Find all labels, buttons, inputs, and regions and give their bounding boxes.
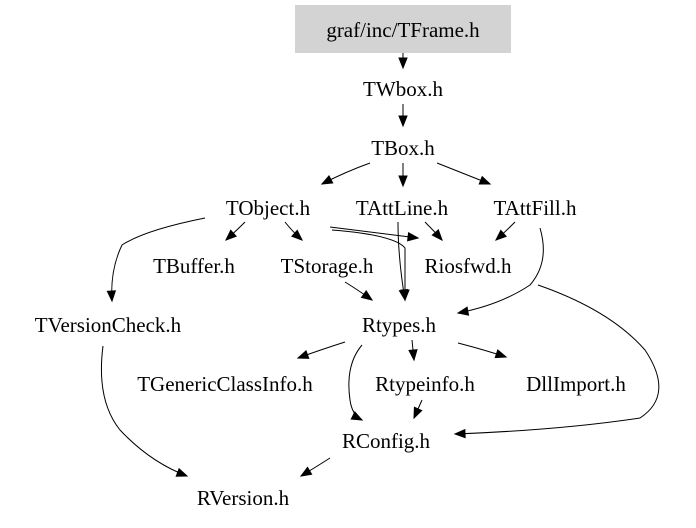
edge-tobject-rtypes: [331, 229, 406, 300]
edge-tobject-riosfwd: [329, 226, 419, 239]
edge-tattfill-rtypes: [457, 227, 544, 314]
node-dllimport[interactable]: DllImport.h: [526, 372, 626, 396]
node-tobject[interactable]: TObject.h: [226, 196, 311, 220]
arrowhead-tbox-tobject: [320, 174, 334, 185]
arrowhead-tobject-riosfwd: [407, 232, 420, 242]
edge-tattfill-rconfig: [454, 284, 660, 435]
arrowhead-tattline-rtypes: [398, 288, 408, 302]
arrowhead-tstorage-rtypes: [360, 290, 374, 301]
arrowhead-tattline-riosfwd: [431, 229, 443, 242]
node-tattline[interactable]: TAttLine.h: [356, 196, 449, 220]
node-tgenericclassinfo[interactable]: TGenericClassInfo.h: [137, 372, 313, 396]
node-tframe[interactable]: graf/inc/TFrame.h: [326, 18, 480, 42]
node-rtypes[interactable]: Rtypes.h: [362, 313, 437, 337]
node-tattfill[interactable]: TAttFill.h: [494, 196, 577, 220]
node-rtypeinfo[interactable]: Rtypeinfo.h: [375, 372, 475, 396]
arrowhead-tattfill-riosfwd: [494, 229, 507, 241]
edges: [100, 53, 660, 477]
arrowhead-tobject-tstorage: [291, 229, 304, 241]
edge-tattline-rtypes: [397, 221, 406, 301]
arrowhead-tattfill-rconfig: [453, 428, 466, 439]
node-tbuffer[interactable]: TBuffer.h: [153, 254, 235, 278]
arrowhead-rtypes-tgenericclassinfo: [296, 349, 310, 359]
arrowhead-rtypes-rconfig: [350, 411, 364, 421]
arrowhead-rtypes-dllimport: [494, 349, 508, 359]
node-rconfig[interactable]: RConfig.h: [342, 429, 431, 453]
arrowhead-tframe-twbox: [398, 57, 408, 70]
edge-tversioncheck-rversion: [100, 345, 188, 477]
arrowhead-rtypeinfo-rconfig: [413, 406, 423, 420]
arrowhead-tobject-tversioncheck: [106, 290, 117, 303]
arrowhead-tbox-tattfill: [478, 175, 492, 185]
node-riosfwd[interactable]: Riosfwd.h: [425, 254, 512, 278]
arrowhead-rconfig-rversion: [299, 466, 313, 477]
node-tversioncheck[interactable]: TVersionCheck.h: [35, 313, 182, 337]
arrowhead-tbox-tattline: [398, 175, 408, 188]
arrowhead-tattfill-rtypes: [456, 306, 470, 316]
node-rversion[interactable]: RVersion.h: [197, 486, 290, 510]
arrowhead-tobject-tbuffer: [225, 229, 237, 241]
arrowhead-tversioncheck-rversion: [175, 467, 189, 477]
edge-rtypes-rconfig: [348, 344, 363, 421]
edge-tobject-tversioncheck: [111, 217, 206, 302]
node-tstorage[interactable]: TStorage.h: [281, 254, 374, 278]
node-tbox[interactable]: TBox.h: [371, 136, 435, 160]
root-node-highlight: [295, 5, 511, 53]
node-twbox[interactable]: TWbox.h: [363, 77, 443, 101]
arrowhead-rtypes-rtypeinfo: [408, 349, 418, 362]
arrowhead-twbox-tbox: [398, 115, 408, 128]
